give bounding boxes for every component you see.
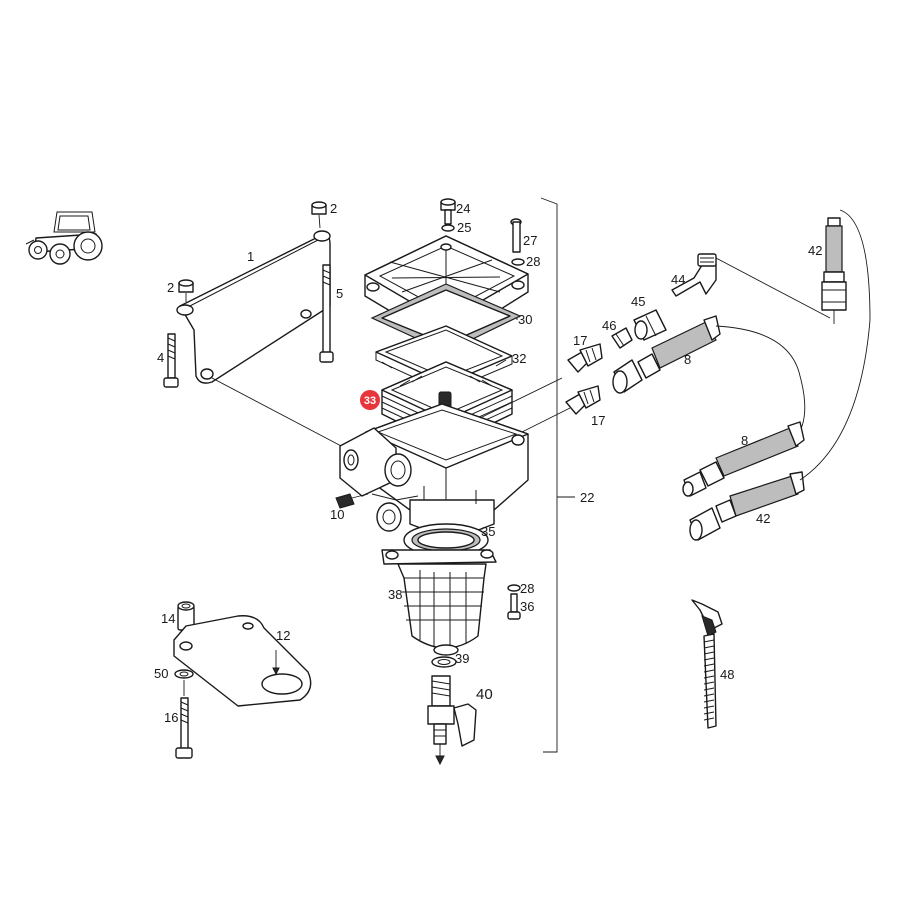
callout-17: 17: [573, 333, 587, 348]
callout-8: 8: [741, 433, 748, 448]
elbow-fitting: [671, 253, 831, 319]
bolt: [163, 333, 179, 388]
callout-4: 4: [157, 350, 164, 365]
washer: [441, 224, 455, 232]
gasket: [370, 283, 522, 353]
bolt: [510, 218, 525, 266]
spacer-bushing: [177, 601, 195, 631]
fitting: [565, 385, 601, 415]
callout-10: 10: [330, 507, 344, 522]
o-ring: [431, 656, 457, 668]
nut: [178, 279, 194, 302]
screw: [335, 493, 369, 509]
screw: [440, 198, 456, 225]
screw: [507, 584, 521, 620]
filter-housing: [339, 403, 529, 541]
highlight-badge[interactable]: [360, 390, 380, 410]
callout-40: 40: [476, 686, 493, 703]
callout-5: 5: [336, 286, 343, 301]
filter-bowl: [381, 549, 497, 656]
callout-12: 12: [276, 628, 290, 643]
callout-25: 25: [457, 220, 471, 235]
callout-30: 30: [518, 312, 532, 327]
callout-39: 39: [455, 651, 469, 666]
hose: [821, 217, 847, 324]
callout-38: 38: [388, 587, 402, 602]
bracket-plate: [173, 615, 312, 707]
callout-46: 46: [602, 318, 616, 333]
callout-48: 48: [720, 667, 734, 682]
nut: [311, 201, 327, 229]
callout-28: 28: [526, 254, 540, 269]
hose: [682, 421, 805, 497]
seal-ring: [403, 523, 489, 557]
callout-14: 14: [161, 611, 175, 626]
callout-33-highlight[interactable]: 33: [360, 390, 380, 410]
callout-42: 42: [808, 243, 822, 258]
callout-8: 8: [684, 352, 691, 367]
callout-22: 22: [580, 490, 594, 505]
bolt: [175, 680, 193, 759]
washer: [174, 669, 194, 679]
callout-36: 36: [520, 599, 534, 614]
callout-24: 24: [456, 201, 470, 216]
callout-42: 42: [756, 511, 770, 526]
callout-2: 2: [167, 280, 174, 295]
hose: [689, 209, 871, 541]
fitting: [633, 309, 667, 341]
tractor-icon: [25, 211, 103, 265]
callout-17: 17: [591, 413, 605, 428]
stud: [319, 264, 334, 363]
callout-16: 16: [164, 710, 178, 725]
callout-2: 2: [330, 201, 337, 216]
hose: [612, 315, 806, 441]
callout-1: 1: [247, 249, 254, 264]
cable-tie: [691, 599, 723, 729]
fitting: [567, 343, 603, 373]
callout-labels: 1 2 2 4 5 8 8 10 12 14 16 17 17 22 24 25…: [154, 201, 822, 725]
callout-44: 44: [671, 272, 685, 287]
callout-45: 45: [631, 294, 645, 309]
callout-32: 32: [512, 351, 526, 366]
mounting-bracket: [176, 230, 346, 449]
drain-valve: [427, 675, 477, 766]
callout-33[interactable]: 33: [364, 395, 376, 407]
callout-50: 50: [154, 666, 168, 681]
callout-27: 27: [523, 233, 537, 248]
callout-28: 28: [520, 581, 534, 596]
assembly-bracket: [540, 197, 575, 753]
callout-35: 35: [481, 524, 495, 539]
fitting: [611, 327, 633, 349]
